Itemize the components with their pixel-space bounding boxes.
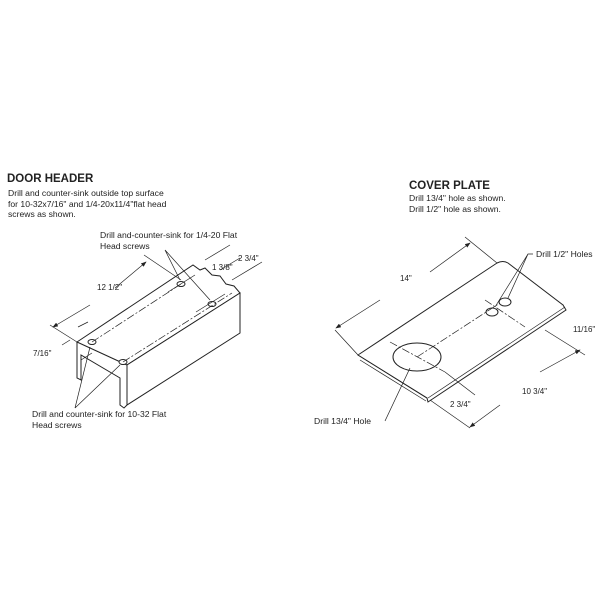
cover-plate-dim-edge: 11/16" [573,325,595,334]
door-header-callout-bottom-1: Drill and counter-sink for 10-32 Flat [32,409,167,419]
door-header-desc-2: for 10-32x7/16" and 1/4-20x11/4"flat hea… [8,199,167,209]
cover-plate-callout-large: Drill 13/4" Hole [314,416,371,426]
door-header-drawing: 12 1/2" 7/16" 1 3/8" 2 3/4" [33,244,263,409]
cover-plate-drawing: 14" 11/16" 10 3/4" 2 3/4" [334,236,595,429]
cover-plate-dim-offset: 2 3/4" [450,400,471,409]
cover-plate-dim-length: 14" [400,274,412,283]
cover-plate-title: COVER PLATE [409,180,490,192]
cover-plate-desc-2: Drill 1/2" hole as shown. [409,204,501,214]
door-header-desc-3: screws as shown. [8,209,76,219]
door-header-callout-top-1: Drill and-counter-sink for 1/4-20 Flat [100,230,238,240]
cover-plate-dim-width: 10 3/4" [522,387,547,396]
door-header-callout-top-2: Head screws [100,241,150,251]
door-header-dim-a: 1 3/8" [212,263,233,272]
door-header-dim-edge: 7/16" [33,349,52,358]
cover-plate-desc-1: Drill 13/4" hole as shown. [409,193,506,203]
cover-plate-section: COVER PLATE Drill 13/4" hole as shown. D… [314,180,595,429]
door-header-section: DOOR HEADER Drill and counter-sink outsi… [7,173,263,430]
door-header-callout-bottom-2: Head screws [32,420,82,430]
door-header-dim-b: 2 3/4" [238,254,259,263]
door-header-dim-length: 12 1/2" [97,283,122,292]
door-header-title: DOOR HEADER [7,173,94,185]
cover-plate-callout-small: Drill 1/2" Holes [536,249,593,259]
door-header-desc-1: Drill and counter-sink outside top surfa… [8,188,164,198]
